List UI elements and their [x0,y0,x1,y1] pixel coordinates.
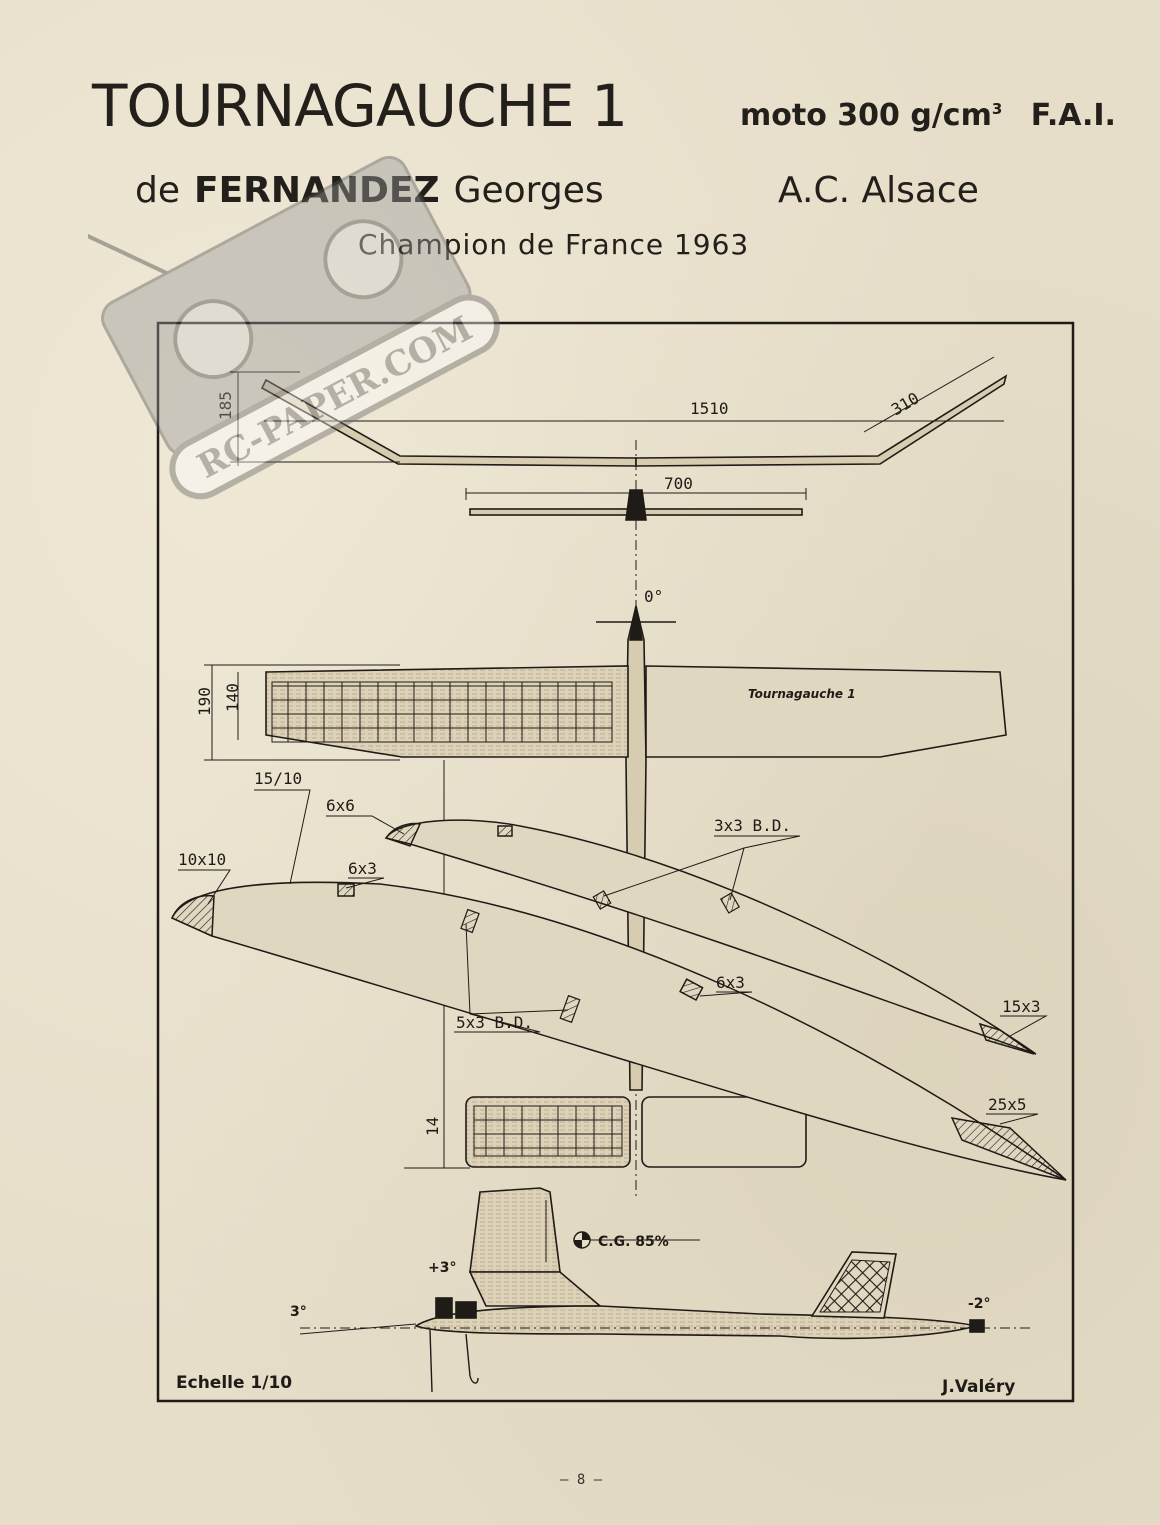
author-line: de FERNANDEZ Georges [135,170,604,211]
side-view [414,1187,985,1393]
dim-wingspan: 1510 [690,399,729,418]
club-name: A.C. Alsace [778,170,979,211]
spec-unit-sup: 3 [991,100,1003,118]
airfoil-stab-section [384,819,1037,1055]
spec-unit: g/cm [910,98,992,133]
dim-stab-chord: 14 [423,1117,442,1136]
section-rib-stab: 5x3 B.D. [456,1013,533,1032]
section-covering: 15/10 [254,769,302,788]
dim-incidence-top: 0° [644,587,663,606]
plan-stab [465,1096,807,1168]
page-title: TOURNAGAUCHE 1 [92,72,628,140]
spec-prefix: moto [740,98,827,133]
dim-wing-chord-inner: 140 [223,683,242,712]
author-surname: FERNANDEZ [194,170,440,211]
scale-label: Echelle 1/10 [176,1373,292,1393]
cg-label: C.G. 85% [598,1234,669,1250]
spec-value: 300 [837,98,900,133]
spars [460,890,741,1024]
spec-class: F.A.I. [1030,98,1116,133]
engine-spec: moto 300 g/cm3 F.A.I. [740,98,1116,133]
front-view-stab [469,489,803,521]
author-firstname: Georges [453,170,604,211]
section-te-wing: 25x5 [988,1095,1027,1114]
dim-stab-span: 700 [664,474,693,493]
cg-symbol-fill [574,1232,590,1248]
section-leading-edge: 10x10 [178,850,226,869]
dim-wing-chord: 190 [195,687,214,716]
drawing-frame [156,321,1075,1403]
draftsman-signature: J.Valéry [941,1377,1015,1397]
wing-incidence: +3° [428,1260,456,1276]
stab-incidence: -2° [968,1296,991,1312]
dim-dihedral-height: 185 [216,391,235,420]
author-prefix: de [135,170,180,211]
section-spar-lower: 6x3 [348,859,377,878]
section-spar-rear: 6x3 [716,973,745,992]
wing-marking: Tournagauche 1 [748,687,856,701]
plan-wing [265,665,1007,758]
section-spar-upper: 6x6 [326,796,355,815]
airfoil-wing-section [170,881,1067,1181]
section-spar-le-cap: 3x3 B.D. [714,816,791,835]
subtitle: Champion de France 1963 [358,228,750,261]
page-number: — 8 — [560,1472,603,1488]
section-te-stab: 15x3 [1002,997,1041,1016]
thrust-line-angle: 3° [290,1304,307,1320]
